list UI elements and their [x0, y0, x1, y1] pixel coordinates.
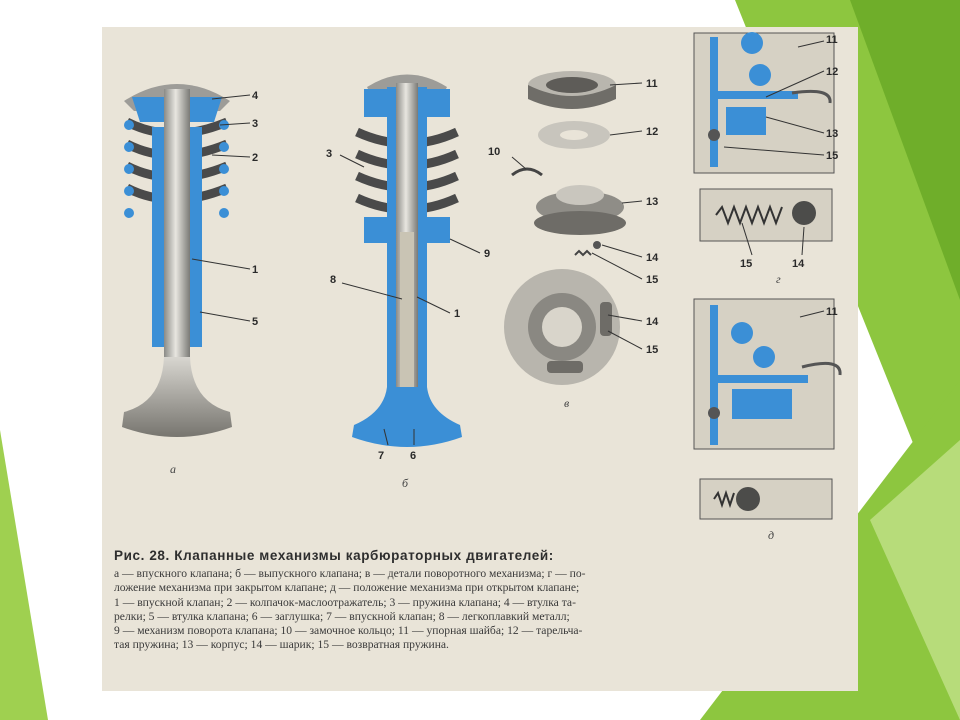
green-triangle-dark-right: [850, 0, 960, 300]
fusible-metal-8: [400, 232, 414, 412]
ball-g: [792, 201, 816, 225]
callout-a-5: 5: [252, 316, 258, 328]
label-subfigure-d: д: [768, 528, 774, 542]
callout-g-15: 15: [826, 150, 838, 162]
label-subfigure-g: г: [776, 272, 781, 286]
scanned-figure: а 4 3 2 1 5: [102, 27, 858, 691]
callout-b-6: 6: [410, 450, 416, 462]
label-subfigure-b: б: [402, 476, 409, 490]
subfigure-d-open-position: д 11: [693, 298, 842, 542]
callout-g-13: 13: [826, 128, 838, 140]
callout-a-3: 3: [252, 118, 258, 130]
valve-mechanism-drawing: а 4 3 2 1 5: [122, 32, 842, 542]
label-subfigure-v: в: [564, 396, 569, 410]
callout-v-14: 14: [646, 252, 659, 264]
callout-v-10: 10: [488, 146, 500, 158]
callout-v-11: 11: [646, 78, 658, 90]
body-13: [534, 185, 626, 235]
callout-g-15b: 15: [740, 258, 752, 270]
label-subfigure-a: а: [170, 462, 176, 476]
callout-v-15: 15: [646, 274, 658, 286]
thrust-washer-11: [528, 71, 616, 109]
caption-line: а — впускного клапана; б — выпускного кл…: [114, 567, 586, 581]
caption-line: 9 — механизм поворота клапана; 10 — замо…: [114, 624, 583, 638]
green-triangle-left: [0, 430, 48, 720]
callout-b-1: 1: [454, 308, 460, 320]
return-spring-g: [715, 204, 783, 226]
caption-line: ложение механизма при закрытом клапане; …: [114, 581, 580, 595]
callout-v-13: 13: [646, 196, 658, 208]
callout-b-9: 9: [484, 248, 490, 260]
valve-head-a: [122, 357, 232, 437]
caption-line: релки; 5 — втулка клапана; 6 — заглушка;…: [114, 609, 570, 623]
subfigure-g-closed-position: г 11 12 13 15 15 14: [693, 32, 838, 286]
subfigure-b-exhaust-valve: б 3 9 8 1 7 6: [326, 74, 490, 490]
green-triangle-bottom-light: [870, 440, 960, 720]
callout-v-14b: 14: [646, 316, 659, 328]
callout-g-12: 12: [826, 66, 838, 78]
valve-head-b: [352, 387, 462, 447]
callout-g-14: 14: [792, 258, 805, 270]
callout-b-3: 3: [326, 148, 332, 160]
callout-v-15b: 15: [646, 344, 658, 356]
cup-spring-12: [538, 121, 610, 149]
return-spring-15: [574, 249, 592, 257]
ball-d: [736, 487, 760, 511]
callout-b-7: 7: [378, 450, 384, 462]
lock-ring-10: [511, 167, 543, 177]
valve-stem-1: [164, 89, 190, 359]
caption-line: 1 — впускной клапан; 2 — колпачок-маслоо…: [114, 595, 576, 609]
callout-a-2: 2: [252, 152, 258, 164]
callout-a-1: 1: [252, 264, 258, 276]
caption-title: Рис. 28. Клапанные механизмы карбюраторн…: [114, 548, 554, 563]
callout-d-11: 11: [826, 306, 838, 318]
caption-line: тая пружина; 13 — корпус; 14 — шарик; 15…: [114, 638, 449, 652]
callout-a-4: 4: [252, 90, 259, 102]
callouts-a: [191, 94, 251, 322]
subfigure-v-rotator-parts: в 11 12 10 13 14 15 14 15: [488, 71, 659, 410]
rotator-body-top-view: [504, 269, 620, 385]
callout-g-11: 11: [826, 34, 838, 46]
subfigure-a-intake-valve: а 4 3 2 1 5: [122, 84, 259, 476]
callout-v-12: 12: [646, 126, 658, 138]
figure-caption: Рис. 28. Клапанные механизмы карбюраторн…: [114, 548, 848, 652]
ball-14: [593, 241, 601, 249]
callout-b-8: 8: [330, 274, 336, 286]
